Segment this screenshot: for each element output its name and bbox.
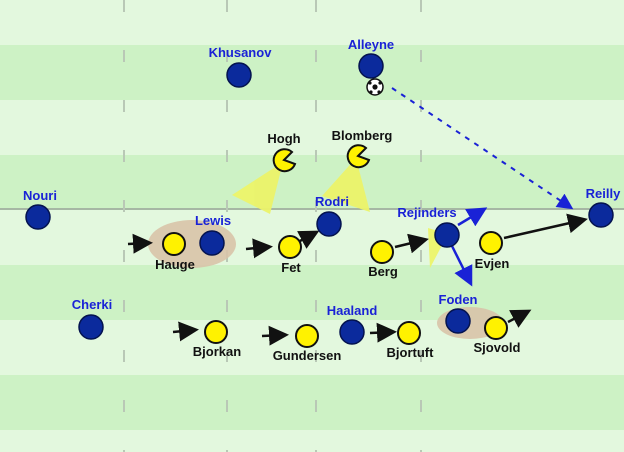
black-arrows [127,213,588,346]
label-berg: Berg [368,264,398,279]
arrow-icon [457,207,488,227]
label-rodri: Rodri [315,194,349,209]
arrow-icon [172,321,199,342]
football-icon [366,78,384,96]
label-reilly: Reilly [586,186,621,201]
press-cone-hogh [232,162,283,214]
label-hogh: Hogh [267,131,300,146]
label-fet: Fet [281,260,301,275]
player-haaland [339,319,365,345]
label-hauge: Hauge [155,257,195,272]
player-khusanov [226,62,252,88]
player-evjen [479,231,503,255]
label-bjorkan: Bjorkan [193,344,241,359]
arrow-icon [245,238,273,259]
player-bjorkan [204,320,228,344]
arrow-icon [369,322,397,343]
player-nouri [25,204,51,230]
pacman-icon [272,148,297,173]
label-khusanov: Khusanov [209,45,273,60]
pacman-icon [346,144,371,169]
label-foden: Foden [439,292,478,307]
label-lewis: Lewis [195,213,231,228]
player-hauge [162,232,186,256]
arrow-icon [127,233,153,254]
label-rejinders: Rejinders [397,205,456,220]
press-cone-blomberg [322,158,370,212]
player-lewis [199,230,225,256]
label-evjen: Evjen [475,256,510,271]
arrow-icon [297,230,320,249]
dashed-arrow-icon [391,87,574,210]
arrow-icon [503,213,588,240]
arrow-icon [450,245,473,287]
player-bjortuft [397,321,421,345]
label-alleyne: Alleyne [348,37,394,52]
player-foden [445,308,471,334]
yellow-labels: Hogh Blomberg Hauge Fet Berg Evjen Bjork… [155,128,520,363]
player-alleyne [358,53,384,79]
label-gundersen: Gundersen [273,348,342,363]
player-fet [278,235,302,259]
player-sjovold [484,316,508,340]
label-sjovold: Sjovold [474,340,521,355]
label-bjortuft: Bjortuft [387,345,435,360]
blue-labels: Khusanov Alleyne Nouri Lewis Rodri Rejin… [23,37,621,318]
player-cherki [78,314,104,340]
yellow-team [162,144,508,348]
player-berg [370,240,394,264]
player-gundersen [295,324,319,348]
arrow-icon [261,325,289,346]
label-nouri: Nouri [23,188,57,203]
label-haaland: Haaland [327,303,378,318]
player-reilly [588,202,614,228]
arrow-icon [507,309,532,328]
arrow-icon [394,233,429,254]
blue-team [25,53,614,345]
player-rodri [316,211,342,237]
blue-arrows [450,207,488,287]
player-rejinders [434,222,460,248]
label-cherki: Cherki [72,297,112,312]
pressing-cones [232,158,448,268]
label-blomberg: Blomberg [332,128,393,143]
